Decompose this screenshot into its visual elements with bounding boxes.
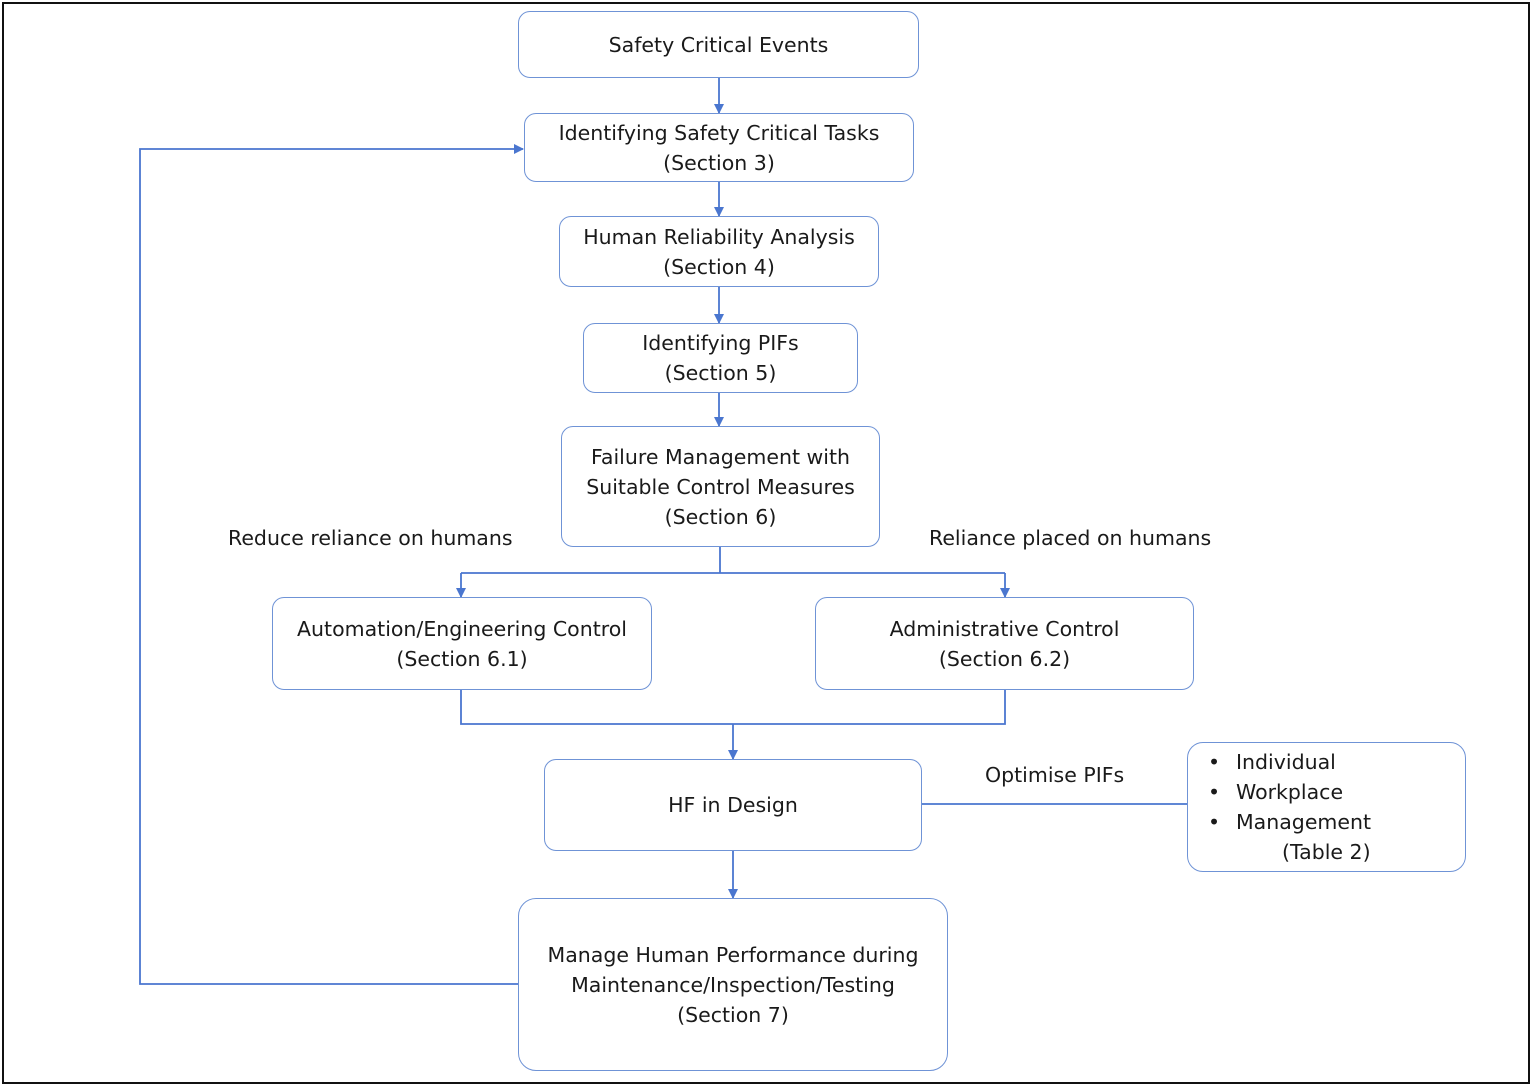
box-text: Failure Management with (590, 444, 850, 469)
label-reliance-placed: Reliance placed on humans (929, 526, 1212, 550)
box-text: Suitable Control Measures (586, 474, 855, 499)
box-text: Identifying Safety Critical Tasks (558, 120, 880, 145)
pif-category-list: •Individual •Workplace •Management (1208, 747, 1371, 837)
box-manage-human-performance: Manage Human Performance during Maintena… (518, 898, 948, 1071)
box-text: Automation/Engineering Control (297, 616, 627, 641)
split-connector (461, 547, 1005, 574)
bullet-icon: • (1208, 750, 1221, 774)
box-text: Human Reliability Analysis (583, 224, 855, 249)
label-optimise-pifs: Optimise PIFs (985, 763, 1125, 787)
feedback-loop-arrow (139, 144, 524, 985)
box-hf-in-design: HF in Design (544, 759, 922, 851)
pif-table-ref: (Table 2) (1282, 840, 1371, 864)
box-text: Safety Critical Events (608, 32, 829, 57)
list-item: •Management (1208, 807, 1371, 837)
box-section-ref: (Section 6) (664, 504, 777, 529)
box-automation-engineering-control: Automation/Engineering Control (Section … (272, 597, 652, 690)
box-text: Maintenance/Inspection/Testing (571, 972, 895, 997)
box-section-ref: (Section 4) (663, 254, 775, 279)
bullet-icon: • (1208, 810, 1221, 834)
box-administrative-control: Administrative Control (Section 6.2) (815, 597, 1194, 690)
box-section-ref: (Section 6.1) (396, 646, 528, 671)
box-identifying-safety-critical-tasks: Identifying Safety Critical Tasks (Secti… (524, 113, 914, 182)
box-text: HF in Design (668, 793, 798, 817)
list-item: •Individual (1208, 747, 1371, 777)
box-identifying-pifs: Identifying PIFs (Section 5) (583, 323, 858, 393)
box-section-ref: (Section 3) (663, 150, 775, 175)
box-section-ref: (Section 7) (677, 1002, 789, 1027)
label-reduce-reliance: Reduce reliance on humans (228, 526, 513, 550)
box-human-reliability-analysis: Human Reliability Analysis (Section 4) (559, 216, 879, 287)
box-safety-critical-events: Safety Critical Events (518, 11, 919, 78)
bullet-icon: • (1208, 780, 1221, 804)
box-failure-management: Failure Management with Suitable Control… (561, 426, 880, 547)
box-text: Manage Human Performance during (547, 942, 919, 967)
box-pif-categories: •Individual •Workplace •Management (Tabl… (1187, 742, 1466, 872)
box-section-ref: (Section 6.2) (938, 646, 1071, 671)
list-item: •Workplace (1208, 777, 1371, 807)
box-text: Administrative Control (889, 616, 1120, 641)
box-text: Identifying PIFs (642, 331, 799, 355)
box-section-ref: (Section 5) (664, 361, 777, 385)
merge-connector (460, 690, 1006, 725)
